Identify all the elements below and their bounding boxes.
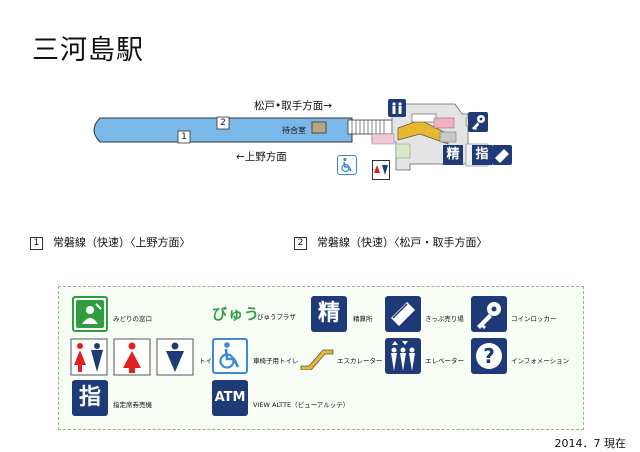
legend-midori-label: みどりの窓口: [113, 315, 152, 323]
track-1: 1 常磐線（快速）〈上野方面〉: [30, 234, 191, 250]
legend-shitei-label: 指定席券売機: [113, 401, 152, 409]
coin-locker-icon: [468, 112, 488, 132]
direction-ueno: ←上野方面: [236, 151, 287, 163]
platform-stairs: [347, 119, 393, 135]
legend-coinlocker-label: コインロッカー: [511, 315, 557, 323]
platform-number-1: 1: [181, 132, 187, 142]
seisan-legend-icon: 精: [311, 296, 347, 332]
platform-number-2: 2: [220, 118, 226, 128]
station-title: 三河島駅: [32, 35, 144, 66]
legend: みどりの窓口 びゅう びゅうプラザ 精 精算所 きっぷ売り場 コインロッカー ト…: [58, 286, 584, 430]
track-2-number: 2: [294, 236, 307, 250]
track-2: 2 常磐線（快速）〈松戸・取手方面〉: [294, 234, 488, 250]
legend-kippu-label: きっぷ売り場: [425, 315, 464, 323]
legend-viewplaza-label: びゅうプラザ: [257, 313, 296, 321]
wheelchair-legend-icon: [212, 338, 248, 374]
viewplaza-logo: びゅう: [212, 305, 261, 323]
shitei-legend-icon: 指: [72, 380, 108, 416]
escalator-legend-icon: [299, 344, 335, 371]
ticket-machine-icon: [492, 145, 512, 165]
date-stamp: 2014．7 現在: [554, 437, 627, 450]
elevator-icon: [388, 99, 406, 117]
information-legend-icon: ?: [471, 338, 507, 374]
platform: [93, 117, 353, 143]
legend-wheelchair-label: 車椅子用トイレ: [253, 357, 299, 365]
legend-elevator-label: エレベーター: [425, 357, 464, 365]
waiting-room-label: 待合室: [282, 126, 306, 135]
legend-info-label: インフォメーション: [511, 357, 570, 365]
seisan-icon: 精: [443, 145, 463, 165]
coin-locker-legend-icon: [471, 296, 507, 332]
svg-text:?: ?: [483, 344, 495, 368]
midori-window-icon: [72, 296, 108, 332]
shitei-icon: 指: [472, 145, 492, 165]
atm-legend-icon: ATM: [212, 380, 248, 416]
wheelchair-icon: [337, 155, 357, 175]
track-2-label: 常磐線（快速）〈松戸・取手方面〉: [317, 236, 488, 249]
toilet-legend-icon: [70, 338, 194, 376]
legend-escalator-label: エスカレーター: [337, 357, 383, 365]
direction-matsudo: 松戸•取手方面→: [254, 100, 332, 112]
toilet-icon: [372, 160, 390, 180]
track-1-number: 1: [30, 236, 43, 250]
track-1-label: 常磐線（快速）〈上野方面〉: [53, 236, 191, 249]
legend-atm-label: VIEW ALTTE（ビューアルッテ）: [253, 401, 350, 409]
ticket-machine-legend-icon: [385, 296, 421, 332]
elevator-legend-icon: [385, 338, 421, 374]
waiting-room-marker: [311, 121, 327, 134]
legend-toilet-label: トイレ: [199, 357, 219, 365]
legend-seisan-label: 精算所: [353, 315, 373, 323]
